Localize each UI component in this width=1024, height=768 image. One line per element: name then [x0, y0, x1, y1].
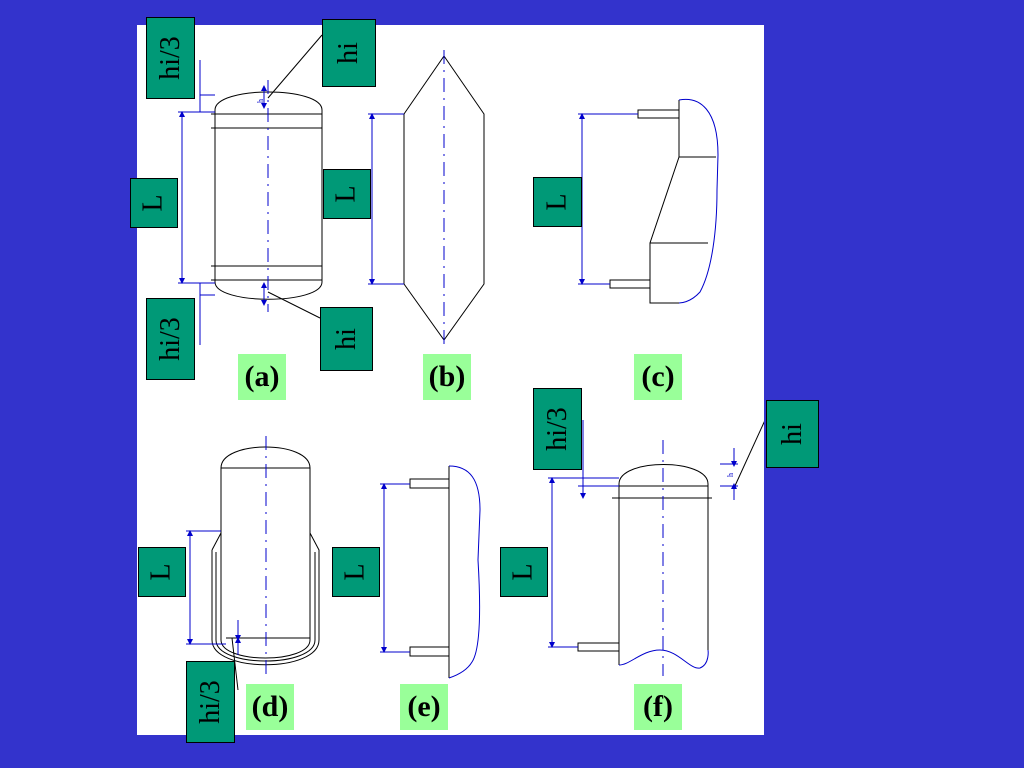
- vessel-f-cut: [618, 649, 709, 669]
- vessel-d-shell: [220, 446, 311, 659]
- vessel-e-wall: [448, 465, 481, 679]
- tag-f-hi3-text: hi/3: [541, 407, 573, 451]
- tag-e-L-text: L: [339, 563, 371, 581]
- tag-a-hi3-top: hi/3: [146, 17, 195, 99]
- vessel-a-dimensions: [178, 60, 267, 345]
- tag-a-hi3-bottom-text: hi/3: [154, 317, 186, 361]
- vessel-d-jacket: [211, 532, 320, 666]
- tag-f-hi-text: hi: [776, 423, 808, 445]
- vessel-e-nozzle-top: [409, 478, 449, 489]
- vessel-a-dim-mark: h: [256, 99, 265, 103]
- vessel-f-nozzle: [577, 642, 619, 652]
- caption-c: (c): [634, 354, 682, 400]
- vessel-c-nozzle-top: [637, 109, 679, 119]
- vessel-f-dim-mark: h: [726, 473, 735, 477]
- tag-f-hi: hi: [766, 400, 819, 468]
- vessel-a: [211, 34, 323, 319]
- tag-f-L: L: [500, 547, 548, 597]
- vessel-a-shell: [214, 91, 323, 300]
- caption-b: (b): [423, 354, 471, 400]
- tag-d-hi3: hi/3: [186, 661, 235, 743]
- tag-a-hi3-bottom: hi/3: [146, 298, 195, 380]
- tag-a-hi-top-text: hi: [333, 42, 364, 64]
- tag-a-hi-top: hi: [322, 19, 376, 87]
- vessel-c-dimensions: [578, 113, 638, 285]
- vessel-e-dimensions: [380, 483, 410, 653]
- caption-d: (d): [246, 684, 294, 730]
- tag-c-L-text: L: [541, 193, 573, 211]
- tag-a-hi3-top-text: hi/3: [154, 36, 186, 80]
- vessel-d: [211, 436, 320, 676]
- vessel-f: [577, 421, 764, 676]
- tag-f-L-text: L: [507, 563, 539, 581]
- tag-a-hi-bottom-leader: [267, 291, 321, 319]
- vessel-f-shell: [618, 464, 709, 665]
- caption-e: (e): [400, 684, 448, 730]
- vessel-d-dimensions: [186, 530, 241, 691]
- vessel-f-dimensions: [548, 420, 738, 648]
- vessel-c-jacket: [649, 100, 680, 304]
- vessel-diagrams: h: [178, 34, 764, 691]
- tag-a-hi-bottom-text: hi: [330, 328, 362, 350]
- tag-b-L-text: L: [330, 185, 362, 203]
- tag-a-L: L: [130, 178, 178, 228]
- tag-f-hi-leader: [733, 421, 764, 489]
- vessel-c-wall: [678, 98, 719, 304]
- vessel-b: [403, 50, 485, 348]
- caption-f: (f): [634, 684, 682, 730]
- caption-a: (a): [238, 354, 286, 400]
- tag-f-hi3: hi/3: [533, 388, 582, 470]
- tag-d-L-text: L: [145, 563, 177, 581]
- vessel-c: [609, 98, 719, 304]
- tag-b-L: L: [323, 169, 371, 219]
- tag-e-L: L: [332, 547, 380, 597]
- vessel-e: [409, 465, 481, 679]
- tag-a-hi-top-leader: [267, 34, 323, 99]
- tag-a-hi-bottom: hi: [320, 307, 373, 371]
- vessel-b-dimensions: [368, 113, 404, 285]
- tag-c-L: L: [533, 177, 582, 227]
- tag-d-L: L: [138, 547, 186, 597]
- tag-a-L-text: L: [137, 194, 169, 212]
- tag-d-hi3-text: hi/3: [194, 680, 226, 724]
- vessel-e-nozzle-bottom: [409, 646, 449, 657]
- vessel-c-nozzle-bottom: [609, 279, 650, 289]
